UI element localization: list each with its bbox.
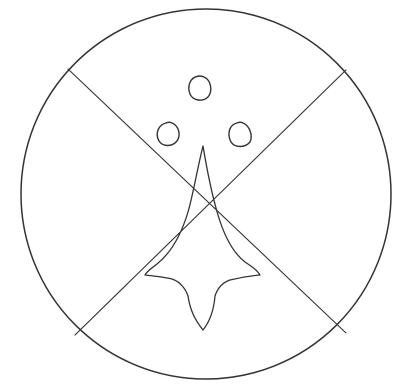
dot-left	[157, 122, 179, 145]
diagonal-line-right-to-left	[75, 70, 346, 335]
dot-top	[189, 76, 211, 100]
diagonal-line-left-to-right	[68, 69, 346, 333]
dot-right	[229, 122, 251, 146]
trefoil-emblem	[145, 146, 260, 330]
